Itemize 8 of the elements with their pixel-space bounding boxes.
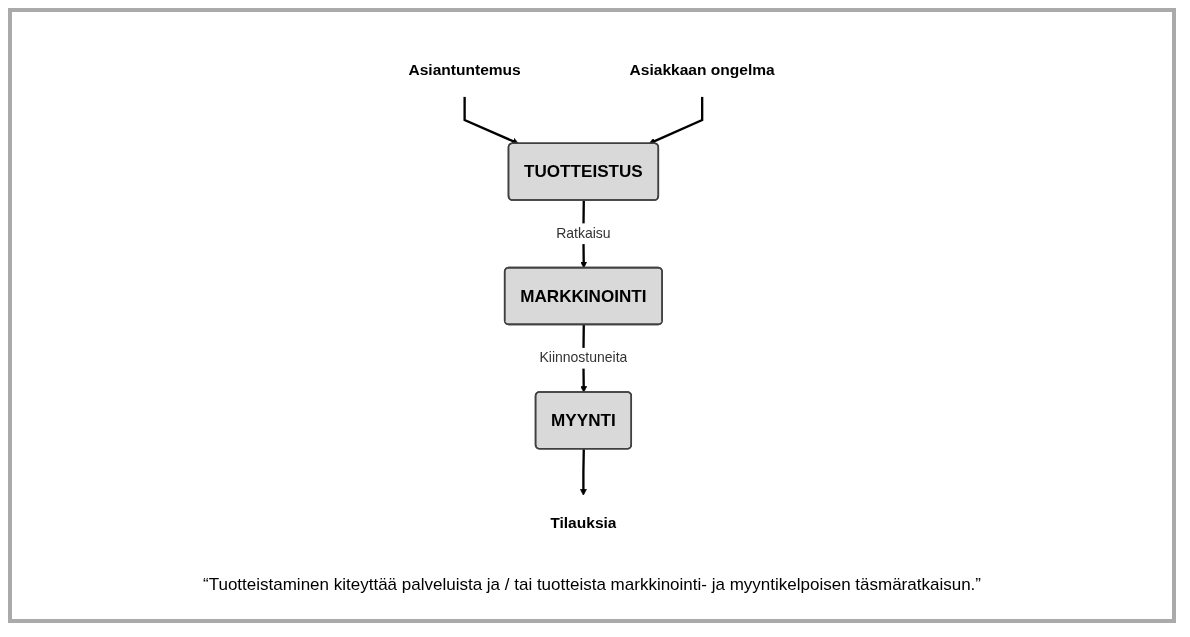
- node-text: Asiantuntemus: [408, 60, 522, 78]
- caption: “Tuotteistaminen kiteyttää palveluista ja / tai tuotteista markkinointi- ja myyntikelpoisen täsmäratkaisun.”: [203, 575, 981, 595]
- node-text: Tilauksia: [550, 513, 617, 531]
- node-text: Asiakkaan ongelma: [629, 60, 776, 78]
- arrow: [649, 96, 704, 144]
- edge-label: Kiinnostuneita: [539, 349, 628, 366]
- edge-label: Ratkaisu: [556, 225, 611, 241]
- arrow: [580, 448, 588, 496]
